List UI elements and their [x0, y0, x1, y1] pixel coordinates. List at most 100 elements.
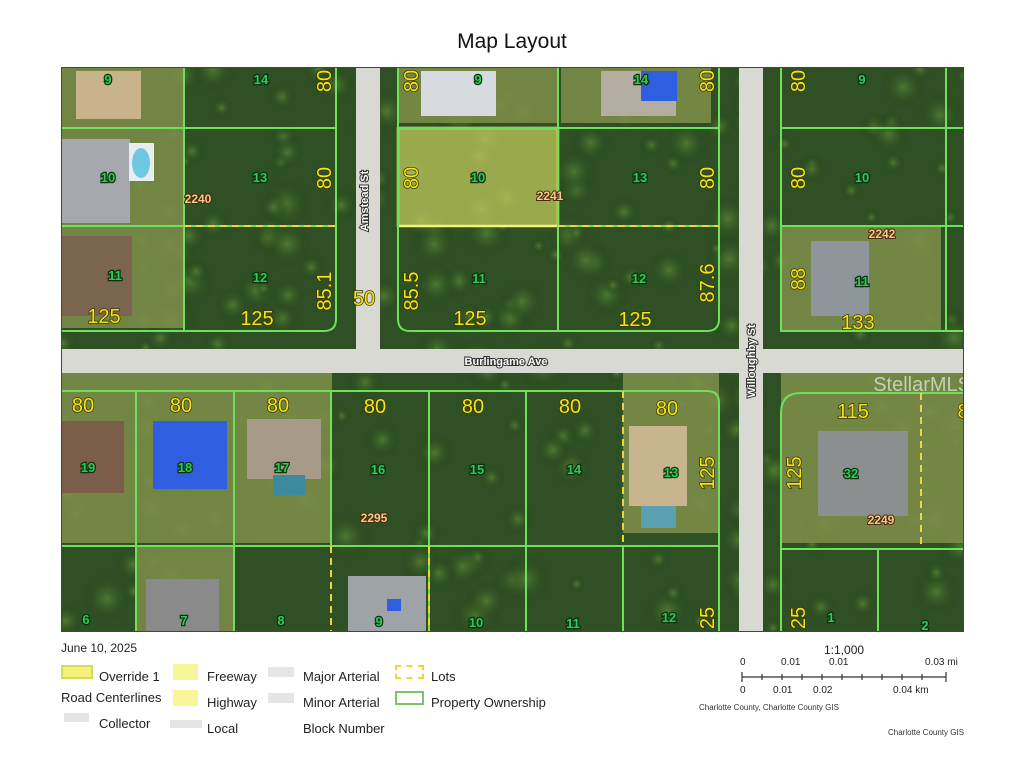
- map-canvas[interactable]: Amstead St Burlingame Ave Willoughby St …: [62, 68, 964, 632]
- address-label: 2242: [869, 227, 896, 241]
- tree: [708, 240, 726, 258]
- minor-arterial-swatch: [268, 693, 294, 703]
- tree: [805, 591, 837, 623]
- highlighted-lot-10[interactable]: [396, 126, 560, 228]
- lot-number-label: 12: [253, 270, 267, 285]
- tree: [924, 560, 949, 585]
- scale-mi-tick: 0: [740, 657, 746, 668]
- tree: [267, 82, 297, 112]
- legend-block-number: Block Number: [303, 721, 385, 736]
- dimension-label: 80: [170, 395, 192, 417]
- tree: [646, 547, 671, 572]
- tree: [797, 154, 826, 183]
- tree: [661, 581, 685, 605]
- dimension-label: 80: [788, 167, 810, 189]
- tree: [183, 259, 209, 285]
- buildings: [62, 71, 908, 631]
- lot-number-label: 13: [664, 465, 678, 480]
- tree: [363, 421, 401, 459]
- tree: [880, 68, 927, 111]
- tree: [259, 192, 289, 222]
- dimension-label: 25: [788, 607, 810, 629]
- lot-number-label: 8: [277, 613, 284, 628]
- lot-number-label: 11: [108, 268, 122, 283]
- scale-km-tick: 0.01: [773, 685, 793, 696]
- scale-mi-tick: 0.01: [781, 657, 801, 668]
- tree: [62, 601, 85, 631]
- dimension-label: 80: [401, 167, 423, 189]
- legend-minor-arterial: Minor Arterial: [303, 695, 380, 710]
- property-ownership-swatch: [395, 691, 424, 705]
- legend-freeway: Freeway: [207, 669, 257, 684]
- tree: [603, 275, 623, 295]
- lot-number-label: 9: [474, 72, 481, 87]
- tree: [847, 588, 878, 619]
- dimension-label: 80: [559, 396, 581, 418]
- dimension-label: 80: [314, 167, 336, 189]
- tree: [410, 517, 443, 549]
- legend-override: Override 1: [99, 669, 160, 684]
- lot-number-label: 17: [275, 460, 289, 475]
- scale-bar: [741, 672, 947, 682]
- tree: [917, 92, 963, 138]
- street-label-burlingame: Burlingame Ave: [465, 356, 548, 368]
- lot-number-label: 14: [567, 462, 582, 477]
- map-date: June 10, 2025: [61, 641, 138, 655]
- tree: [467, 547, 488, 568]
- lot-number-label: 10: [469, 615, 483, 630]
- lot-number-label: 2: [921, 618, 928, 632]
- tree: [556, 332, 580, 355]
- lot-number-label: 18: [178, 460, 192, 475]
- address-label: 2241: [537, 189, 564, 203]
- address-label: 2240: [185, 192, 212, 206]
- tree: [271, 277, 306, 313]
- map-view[interactable]: Amstead St Burlingame Ave Willoughby St …: [61, 67, 964, 632]
- scale-ratio: 1:1,000: [824, 643, 865, 657]
- lot-number-label: 6: [82, 612, 89, 627]
- tree: [569, 414, 601, 447]
- dimension-label: 80: [267, 395, 289, 417]
- lot-number-label: 13: [633, 170, 647, 185]
- legend-road-centerlines: Road Centerlines: [61, 690, 162, 705]
- lot-number-label: 1: [827, 610, 834, 625]
- tree: [617, 264, 645, 291]
- tree: [478, 464, 505, 491]
- tree: [262, 219, 313, 269]
- scale-km-tick: 0.04 km: [893, 685, 929, 696]
- dimension-label: 88: [788, 268, 810, 290]
- lot-number-label: 13: [253, 170, 267, 185]
- scale-mi-tick: 0.01: [829, 657, 849, 668]
- major-arterial-swatch: [268, 667, 294, 677]
- lot-number-label: 11: [855, 274, 869, 289]
- legend-lots: Lots: [431, 669, 456, 684]
- tree: [320, 510, 372, 562]
- tree: [562, 236, 610, 284]
- freeway-swatch: [173, 664, 198, 680]
- scale-km-tick: 0: [740, 685, 746, 696]
- lot-number-label: 9: [104, 72, 111, 87]
- lot-number-label: 7: [180, 613, 187, 628]
- dimension-label: 80: [72, 395, 94, 417]
- scale-mi-tick: 0.03 mi: [925, 657, 958, 668]
- lot-number-label: 9: [375, 614, 382, 629]
- dimension-label: 133: [841, 312, 874, 334]
- tree: [499, 279, 545, 325]
- tree: [81, 573, 133, 625]
- collector-swatch: [64, 713, 89, 722]
- lot-number-label: 10: [471, 170, 485, 185]
- dimension-label: 80: [314, 70, 336, 92]
- dimension-label: 80: [401, 70, 423, 92]
- local-swatch: [170, 720, 202, 728]
- roads: [62, 68, 963, 631]
- dimension-label: 125: [784, 456, 806, 489]
- override-swatch: [61, 665, 93, 679]
- legend-property-ownership: Property Ownership: [431, 695, 546, 710]
- lot-number-label: 12: [662, 610, 676, 625]
- dimension-label: 50: [353, 288, 375, 310]
- street-label-willoughby: Willoughby St: [746, 324, 758, 398]
- tree: [302, 68, 335, 85]
- tree: [941, 208, 960, 227]
- address-label: 2295: [361, 511, 388, 525]
- dimension-label: 25: [697, 607, 719, 629]
- address-label: 2249: [868, 513, 895, 527]
